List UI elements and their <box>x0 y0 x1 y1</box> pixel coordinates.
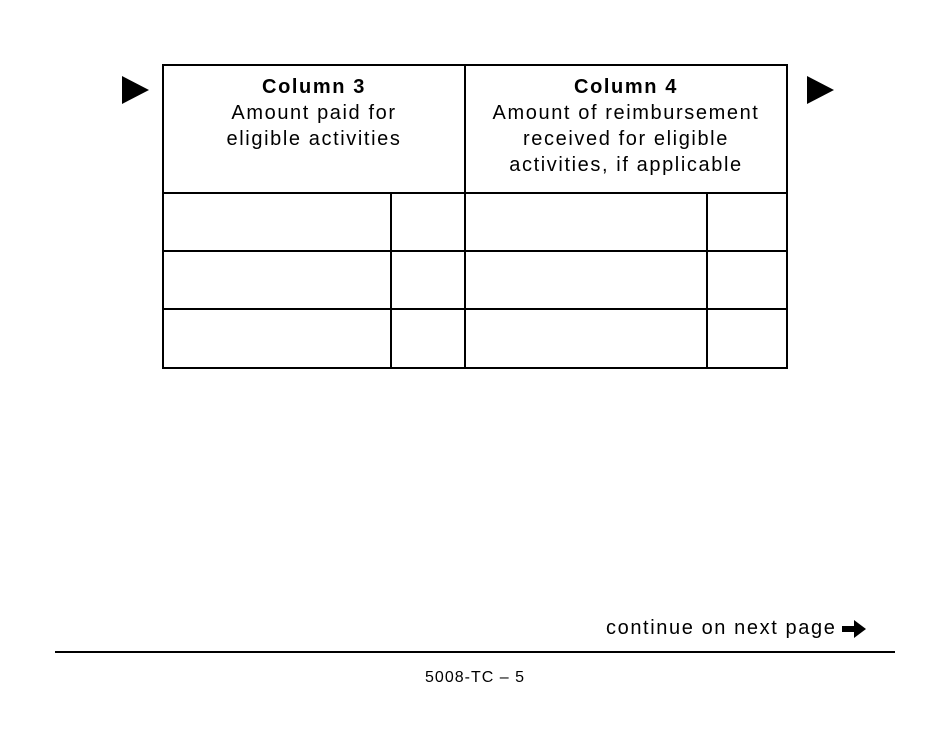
column-3-title: Column 3 <box>262 76 366 98</box>
triangle-right-icon <box>807 76 834 104</box>
column-4-description: Amount of reimbursement <box>492 102 760 124</box>
column-3-dollars-field[interactable] <box>164 194 392 250</box>
table-row <box>164 310 786 367</box>
column-4-cents-field[interactable] <box>708 252 786 308</box>
column-4-cents-field[interactable] <box>708 310 786 367</box>
column-4-title: Column 4 <box>574 76 678 98</box>
column-4-header: Column 4 Amount of reimbursement receive… <box>466 66 786 194</box>
column-3-cents-field[interactable] <box>392 252 466 308</box>
column-3-dollars-field[interactable] <box>164 310 392 367</box>
column-4-dollars-field[interactable] <box>466 252 708 308</box>
table-row <box>164 252 786 310</box>
amounts-table: Column 3 Amount paid for eligible activi… <box>162 64 788 369</box>
column-3-cents-field[interactable] <box>392 194 466 250</box>
continue-on-next-page: continue on next page <box>606 617 868 640</box>
footer-divider <box>55 651 895 653</box>
page-number: 5008-TC – 5 <box>425 669 525 686</box>
triangle-right-icon <box>122 76 149 104</box>
column-3-dollars-field[interactable] <box>164 252 392 308</box>
column-4-dollars-field[interactable] <box>466 310 708 367</box>
column-4-dollars-field[interactable] <box>466 194 708 250</box>
arrow-right-icon <box>842 619 867 638</box>
column-4-description: activities, if applicable <box>509 154 743 176</box>
column-3-header: Column 3 Amount paid for eligible activi… <box>164 66 466 194</box>
column-4-cents-field[interactable] <box>708 194 786 250</box>
continue-text: continue on next page <box>606 617 837 639</box>
column-3-description: eligible activities <box>226 128 402 150</box>
column-3-description: Amount paid for <box>231 102 397 124</box>
table-row <box>164 194 786 252</box>
column-4-description: received for eligible <box>523 128 729 150</box>
column-3-cents-field[interactable] <box>392 310 466 367</box>
